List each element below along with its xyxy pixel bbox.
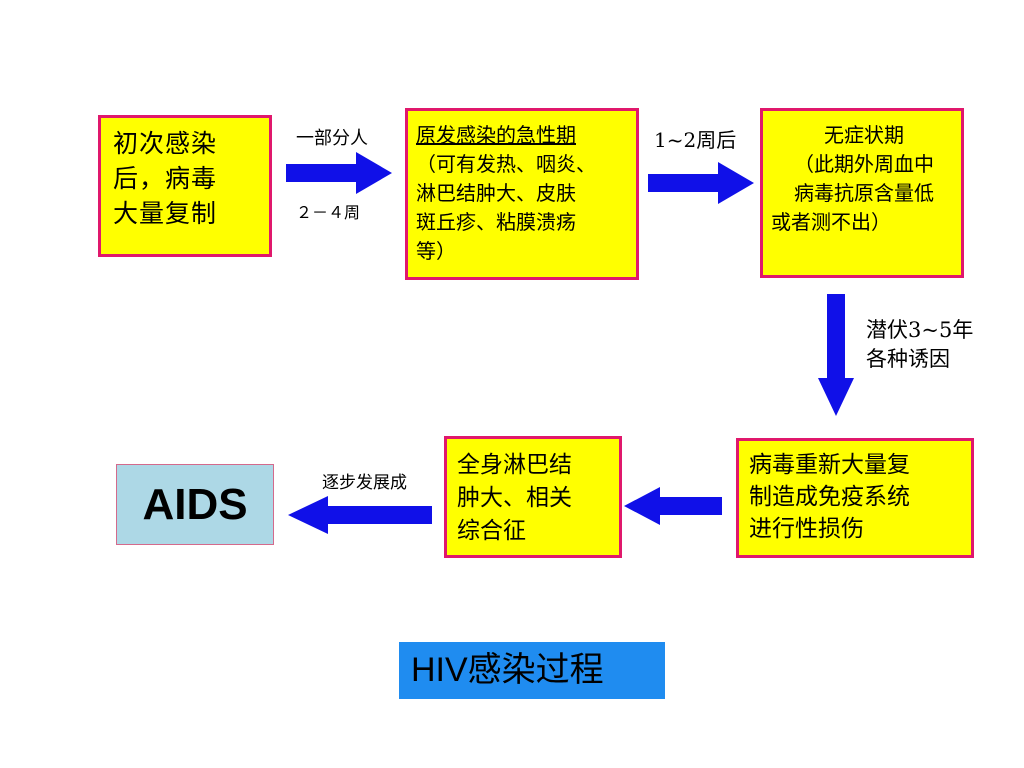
asymptomatic-phase-box: 无症状期 （此期外周血中 病毒抗原含量低 或者测不出） — [760, 108, 964, 278]
arrow1-label-top: 一部分人 — [296, 128, 368, 149]
initial-infection-box: 初次感染 后，病毒 大量复制 — [98, 115, 272, 257]
lymph-node-line-1: 全身淋巴结 — [457, 452, 572, 478]
lymph-node-line-3: 综合征 — [457, 518, 526, 544]
virus-replication-line-3: 进行性损伤 — [749, 516, 864, 542]
aids-box: AIDS — [116, 464, 274, 545]
arrow-right-1 — [286, 152, 392, 194]
asymptomatic-line-3: 或者测不出） — [771, 210, 891, 234]
arrow-left-2 — [288, 496, 432, 534]
acute-phase-heading: 原发感染的急性期 — [416, 123, 576, 147]
acute-phase-line-3: 斑丘疹、粘膜溃疡 — [416, 210, 576, 234]
arrow3-label-line-2: 各种诱因 — [866, 347, 950, 371]
acute-phase-line-2: 淋巴结肿大、皮肤 — [416, 181, 576, 205]
initial-infection-line-1: 初次感染 — [113, 129, 218, 158]
virus-replication-line-1: 病毒重新大量复 — [749, 452, 910, 478]
asymptomatic-line-1: （此期外周血中 — [794, 152, 934, 176]
arrow3-label-line-1: 潜伏3~5年 — [866, 318, 974, 342]
arrow5-label: 逐步发展成 — [322, 473, 407, 493]
asymptomatic-line-2: 病毒抗原含量低 — [794, 181, 934, 205]
lymph-node-line-2: 肿大、相关 — [457, 485, 572, 511]
lymph-node-box: 全身淋巴结 肿大、相关 综合征 — [444, 436, 622, 558]
virus-replication-line-2: 制造成免疫系统 — [749, 484, 910, 510]
arrow-left-1 — [624, 487, 722, 525]
arrow-down — [818, 294, 854, 416]
initial-infection-line-2: 后，病毒 — [113, 164, 218, 193]
arrow1-label-bottom: ２－４周 — [296, 203, 361, 222]
acute-phase-line-4: 等） — [416, 239, 456, 263]
initial-infection-line-3: 大量复制 — [113, 199, 218, 228]
arrow2-label: 1~2周后 — [654, 128, 737, 152]
arrow-right-2 — [648, 162, 754, 204]
page-title: HIV感染过程 — [399, 642, 665, 699]
asymptomatic-heading: 无症状期 — [824, 123, 904, 147]
virus-replication-box: 病毒重新大量复 制造成免疫系统 进行性损伤 — [736, 438, 974, 558]
acute-phase-line-1: （可有发热、咽炎、 — [416, 152, 596, 176]
acute-phase-box: 原发感染的急性期 （可有发热、咽炎、 淋巴结肿大、皮肤 斑丘疹、粘膜溃疡 等） — [405, 108, 639, 280]
